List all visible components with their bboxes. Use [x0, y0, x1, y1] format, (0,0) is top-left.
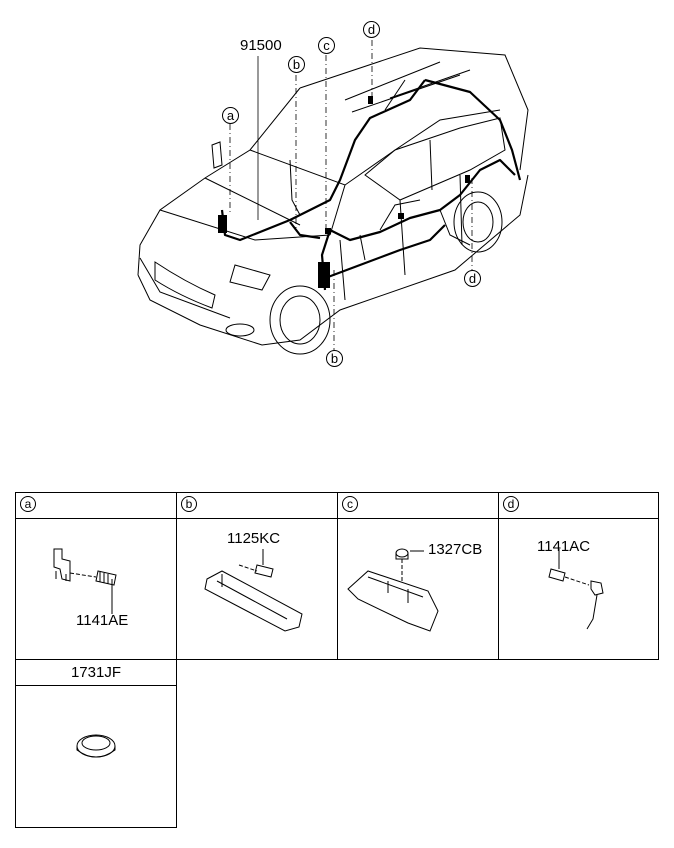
cell-grommet: 1731JF [15, 659, 177, 828]
cell-c-part-number: 1327CB [428, 541, 483, 558]
cell-d-key: d [503, 496, 519, 512]
bracket-nut-illustration [347, 548, 439, 632]
callout-b-top: b [288, 56, 305, 73]
cell-grommet-header: 1731JF [15, 659, 177, 686]
parts-table: a 1141AE b 1125KC [15, 492, 659, 828]
clip-bolt-illustration [53, 548, 117, 614]
cell-a-header: a [15, 492, 177, 519]
cell-d: d 1141AC [498, 492, 659, 660]
cell-d-header: d [498, 492, 659, 519]
cell-b-key: b [181, 496, 197, 512]
callout-d-right: d [464, 270, 481, 287]
cell-b-header: b [176, 492, 338, 519]
vehicle-wiring-diagram [0, 0, 674, 400]
main-part-number: 91500 [240, 37, 282, 54]
cell-c: c 1327CB [337, 492, 499, 660]
callout-d-top: d [363, 21, 380, 38]
callout-a-top: a [222, 107, 239, 124]
cell-b: b 1125KC [176, 492, 338, 660]
cell-c-key: c [342, 496, 358, 512]
cell-d-part-number: 1141AC [537, 538, 591, 555]
vehicle-illustration [137, 40, 529, 355]
callout-c-top: c [318, 37, 335, 54]
cell-a-key: a [20, 496, 36, 512]
ground-bolt-illustration [548, 549, 604, 630]
bracket-bolt-illustration [204, 549, 303, 632]
cell-b-part-number: 1125KC [227, 530, 281, 547]
cell-a-part-number: 1141AE [76, 612, 129, 629]
cell-a: a 1141AE [15, 492, 177, 660]
cell-c-header: c [337, 492, 499, 519]
callout-b-bottom: b [326, 350, 343, 367]
cell-grommet-part-number: 1731JF [70, 664, 122, 681]
grommet-illustration [76, 734, 116, 758]
